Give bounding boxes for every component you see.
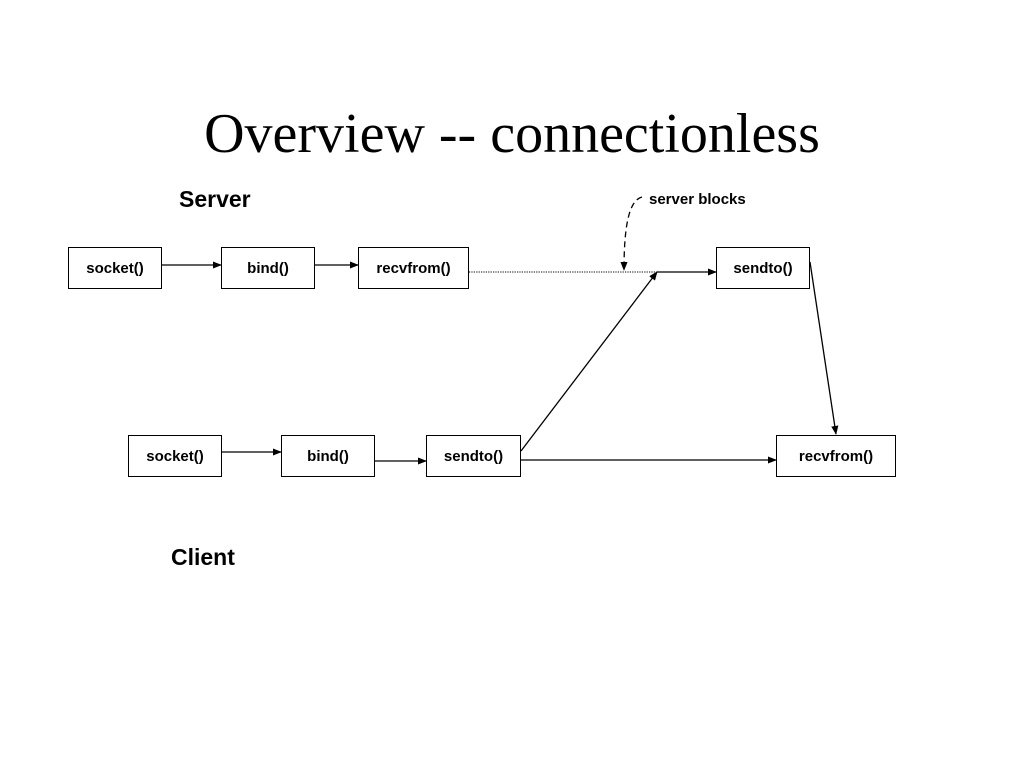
server-socket-box: socket() (68, 247, 162, 289)
client-sendto-box: sendto() (426, 435, 521, 477)
client-label: Client (171, 544, 235, 570)
server-recvfrom-box: recvfrom() (358, 247, 469, 289)
slide-title: Overview -- connectionless (204, 103, 820, 165)
client-bind-box: bind() (281, 435, 375, 477)
client-socket-box: socket() (128, 435, 222, 477)
server-blocks-pointer (620, 196, 643, 271)
arrow-client-request (520, 271, 658, 452)
server-label: Server (179, 186, 251, 212)
server-sendto-box: sendto() (716, 247, 810, 289)
client-recvfrom-box: recvfrom() (776, 435, 896, 477)
server-bind-box: bind() (221, 247, 315, 289)
arrow-server-reply (809, 261, 839, 435)
server-blocks-note: server blocks (649, 191, 746, 208)
